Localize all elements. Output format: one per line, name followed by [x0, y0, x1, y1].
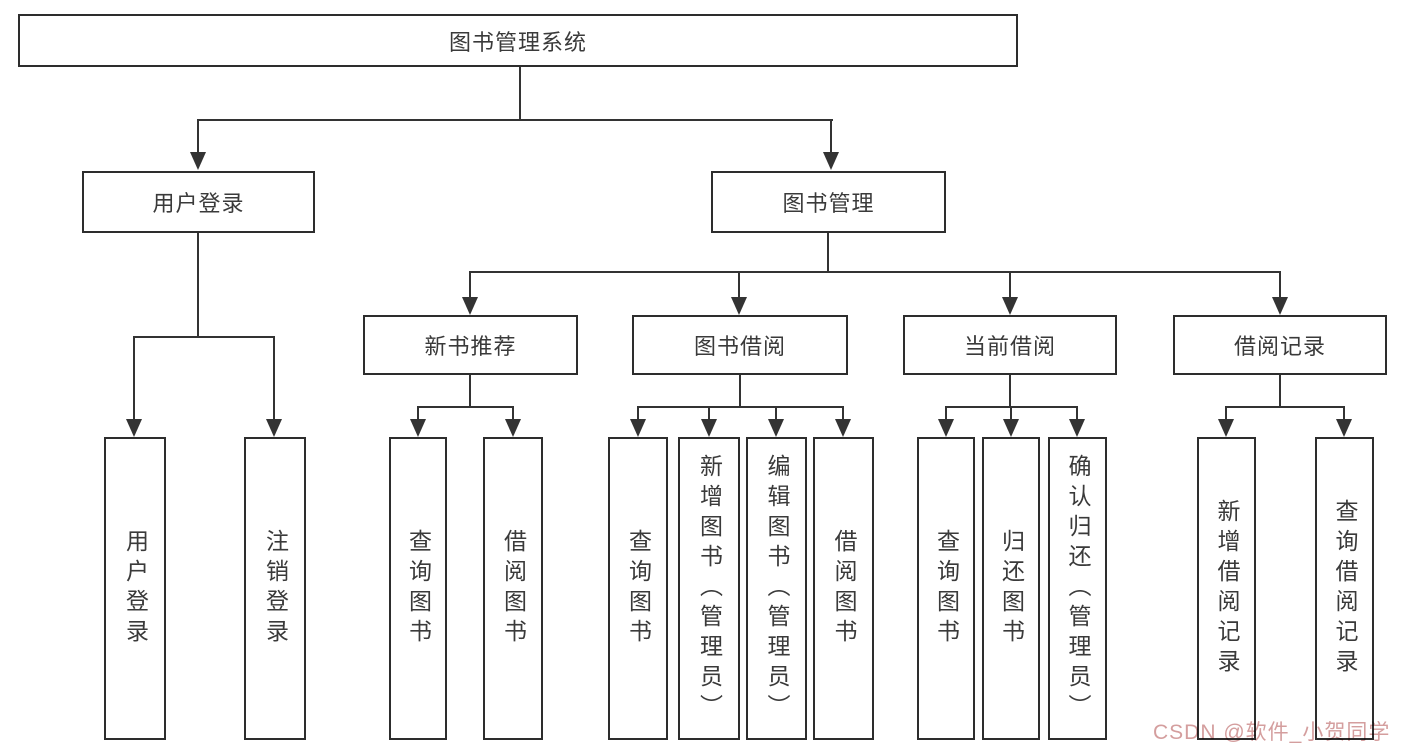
csdn-watermark: CSDN @软件_小贺同学 [1153, 721, 1391, 744]
node-new-book-recommend-label: 新书推荐 [424, 334, 517, 359]
leaf-borrow-books: 借阅图书 [813, 437, 874, 740]
connector-drop-book-borrow [738, 271, 740, 298]
arrowhead-down-icon [266, 419, 282, 437]
arrowhead-down-icon [701, 419, 717, 437]
node-current-borrow-label: 当前借阅 [963, 334, 1056, 359]
arrowhead-down-icon [823, 152, 839, 170]
node-user-login-label: 用户登录 [152, 191, 245, 216]
node-borrow-records: 借阅记录 [1173, 315, 1387, 375]
connector-book-borrow-rail [637, 406, 844, 408]
arrowhead-down-icon [1003, 419, 1019, 437]
arrowhead-down-icon [505, 419, 521, 437]
node-root: 图书管理系统 [18, 14, 1018, 67]
connector-drop-leaf [1010, 406, 1012, 420]
connector-drop-leaf [512, 406, 514, 420]
arrowhead-down-icon [731, 297, 747, 315]
arrowhead-down-icon [190, 152, 206, 170]
connector-book-borrow-stem [739, 375, 741, 407]
connector-root-stem [519, 67, 521, 120]
connector-drop-leaf [1076, 406, 1078, 420]
leaf-edit-book-admin: 编辑图书（管理员） [746, 437, 807, 740]
connector-drop-book-management [830, 119, 832, 154]
node-current-borrow: 当前借阅 [903, 315, 1117, 375]
leaf-user-login: 用户登录 [104, 437, 166, 740]
arrowhead-down-icon [410, 419, 426, 437]
arrowhead-down-icon [1002, 297, 1018, 315]
connector-drop-leaf [1225, 406, 1227, 420]
connector-drop-leaf [273, 336, 275, 420]
connector-drop-leaf [417, 406, 419, 420]
leaf-confirm-return-admin: 确认归还（管理员） [1048, 437, 1107, 740]
connector-drop-borrow-records [1279, 271, 1281, 298]
leaf-add-book-admin: 新增图书（管理员） [678, 437, 740, 740]
connector-drop-leaf [842, 406, 844, 420]
connector-current-borrow-stem [1009, 375, 1011, 407]
node-book-management: 图书管理 [711, 171, 946, 233]
connector-borrow-records-stem [1279, 375, 1281, 407]
connector-drop-new-book [469, 271, 471, 298]
arrowhead-down-icon [1272, 297, 1288, 315]
leaf-borrow-books-recommend: 借阅图书 [483, 437, 543, 740]
node-root-label: 图书管理系统 [448, 29, 587, 55]
leaf-logout: 注销登录 [244, 437, 306, 740]
arrowhead-down-icon [630, 419, 646, 437]
leaf-query-borrow-record: 查询借阅记录 [1315, 437, 1374, 740]
arrowhead-down-icon [462, 297, 478, 315]
leaf-add-borrow-record: 新增借阅记录 [1197, 437, 1256, 740]
node-new-book-recommend: 新书推荐 [363, 315, 578, 375]
arrowhead-down-icon [1336, 419, 1352, 437]
connector-drop-leaf [945, 406, 947, 420]
node-user-login: 用户登录 [82, 171, 315, 233]
connector-user-login-rail [133, 336, 275, 338]
leaf-query-books-recommend: 查询图书 [389, 437, 447, 740]
connector-new-book-rail [417, 406, 514, 408]
arrowhead-down-icon [1218, 419, 1234, 437]
arrowhead-down-icon [126, 419, 142, 437]
connector-drop-user-login [197, 119, 199, 154]
connector-drop-leaf [133, 336, 135, 420]
node-book-borrow: 图书借阅 [632, 315, 848, 375]
connector-new-book-stem [469, 375, 471, 407]
connector-drop-current-borrow [1009, 271, 1011, 298]
node-book-management-label: 图书管理 [782, 191, 875, 216]
connector-drop-leaf [775, 406, 777, 420]
node-book-borrow-label: 图书借阅 [693, 334, 786, 359]
leaf-query-books-borrow: 查询图书 [608, 437, 668, 740]
connector-root-rail [197, 119, 833, 121]
connector-drop-leaf [1343, 406, 1345, 420]
arrowhead-down-icon [835, 419, 851, 437]
leaf-query-books-current: 查询图书 [917, 437, 975, 740]
connector-user-login-stem [197, 233, 199, 337]
node-borrow-records-label: 借阅记录 [1233, 334, 1326, 359]
connector-book-management-rail [469, 271, 1281, 273]
leaf-return-books: 归还图书 [982, 437, 1040, 740]
arrowhead-down-icon [1069, 419, 1085, 437]
connector-drop-leaf [637, 406, 639, 420]
connector-drop-leaf [708, 406, 710, 420]
connector-borrow-records-rail [1225, 406, 1345, 408]
arrowhead-down-icon [768, 419, 784, 437]
connector-book-management-stem [827, 233, 829, 272]
arrowhead-down-icon [938, 419, 954, 437]
